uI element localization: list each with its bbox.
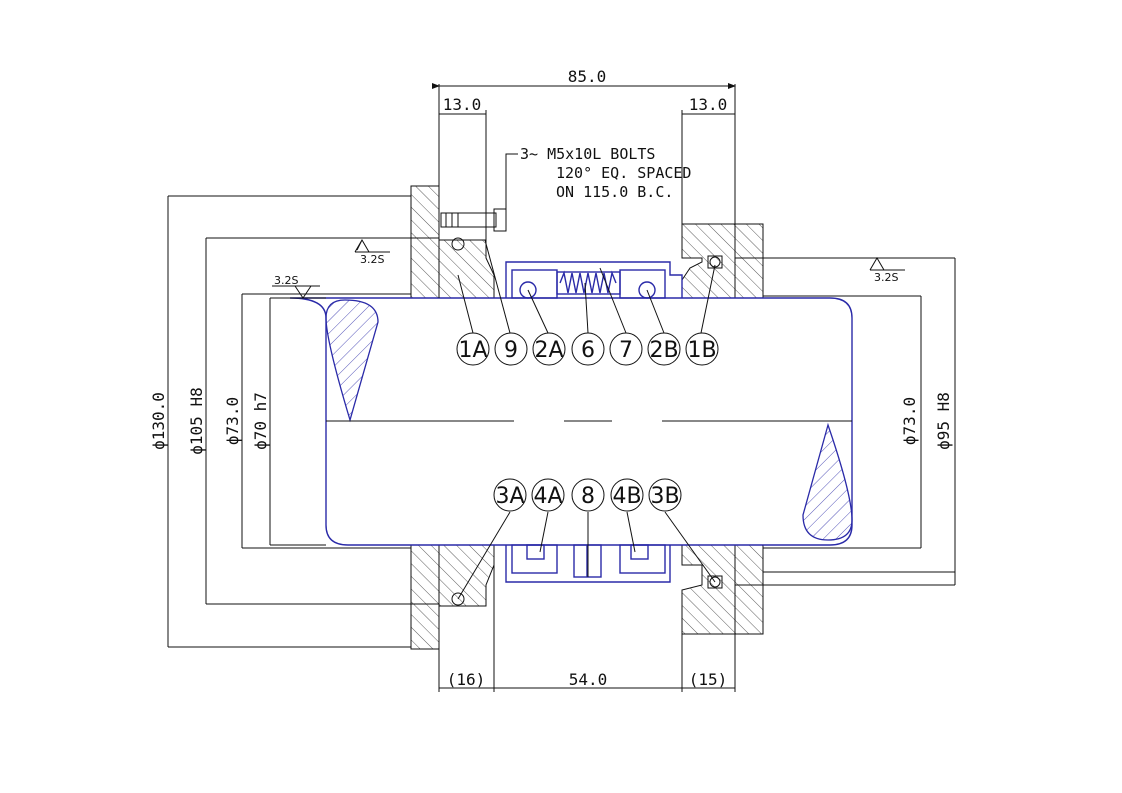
dim-right-gland: 13.0 [689, 95, 728, 114]
svg-text:1A: 1A [458, 338, 487, 363]
finish-right: 3.2S [874, 271, 898, 284]
balloon-7: 7 [609, 332, 643, 366]
dim-shaft-70: ϕ70 h7 [251, 392, 270, 450]
balloons-lower: 3A 4A 8 4B 3B [493, 478, 682, 512]
gland-bolt [440, 208, 507, 232]
balloon-leaders [457, 239, 716, 600]
dim-bore-105: ϕ105 H8 [187, 387, 206, 454]
cartridge-lower [505, 544, 671, 583]
balloon-4a: 4A [531, 478, 565, 512]
balloon-6: 6 [571, 332, 605, 366]
balloon-3b: 3B [648, 478, 682, 512]
svg-text:3A: 3A [495, 484, 524, 509]
svg-text:4A: 4A [533, 484, 562, 509]
svg-text:4B: 4B [612, 484, 641, 509]
balloon-3a: 3A [493, 478, 527, 512]
dim-bottom-mid: 54.0 [569, 670, 608, 689]
gland-right-lower [681, 544, 736, 635]
housing-right-upper [734, 223, 764, 299]
balloon-9: 9 [494, 332, 528, 366]
dim-sleeve-73-left: ϕ73.0 [223, 397, 242, 445]
housing-left-upper [410, 185, 440, 299]
dimension-texts: 85.0 13.0 13.0 ϕ130.0 ϕ105 H8 ϕ73.0 ϕ70 … [149, 67, 953, 689]
finish-left-top: 3.2S [360, 253, 384, 266]
gland-right-upper [681, 223, 736, 299]
note-line-1: 3~ M5x10L BOLTS [520, 145, 655, 163]
spring-coils [559, 270, 617, 294]
balloon-8: 8 [571, 478, 605, 512]
shaft-sleeve [289, 297, 853, 546]
gland-left-upper [438, 237, 495, 299]
dim-bore-95: ϕ95 H8 [934, 392, 953, 450]
gland-left-lower [438, 544, 495, 607]
note-line-2: 120° EQ. SPACED [556, 164, 691, 182]
dim-od-130: ϕ130.0 [149, 392, 168, 450]
note-line-3: ON 115.0 B.C. [556, 183, 673, 201]
balloons-upper: 1A 9 2A 6 7 2B 1B [456, 332, 719, 366]
dim-bottom-right: (15) [689, 670, 728, 689]
dim-left-gland: 13.0 [443, 95, 482, 114]
finish-left: 3.2S [274, 274, 298, 287]
housing-left-lower [410, 544, 440, 650]
svg-text:6: 6 [581, 338, 595, 363]
svg-text:3B: 3B [650, 484, 679, 509]
svg-text:2B: 2B [649, 338, 678, 363]
surface-finish-symbols [272, 239, 905, 299]
balloon-2b: 2B [647, 332, 681, 366]
cartridge-upper [505, 261, 683, 299]
finish-labels: 3.2S 3.2S 3.2S [274, 253, 898, 287]
dim-sleeve-73-right: ϕ73.0 [900, 397, 919, 445]
svg-text:8: 8 [581, 484, 595, 509]
svg-text:2A: 2A [534, 338, 563, 363]
svg-text:9: 9 [504, 338, 518, 363]
housing-right-lower [734, 544, 764, 635]
balloon-1a: 1A [456, 332, 490, 366]
dimension-lines [167, 83, 956, 692]
svg-text:7: 7 [619, 338, 633, 363]
balloon-2a: 2A [532, 332, 566, 366]
dim-overall-length: 85.0 [568, 67, 607, 86]
dim-bottom-left: (16) [447, 670, 486, 689]
balloon-4b: 4B [610, 478, 644, 512]
svg-text:1B: 1B [687, 338, 716, 363]
balloon-1b: 1B [685, 332, 719, 366]
bolt-note: 3~ M5x10L BOLTS 120° EQ. SPACED ON 115.0… [520, 145, 691, 201]
